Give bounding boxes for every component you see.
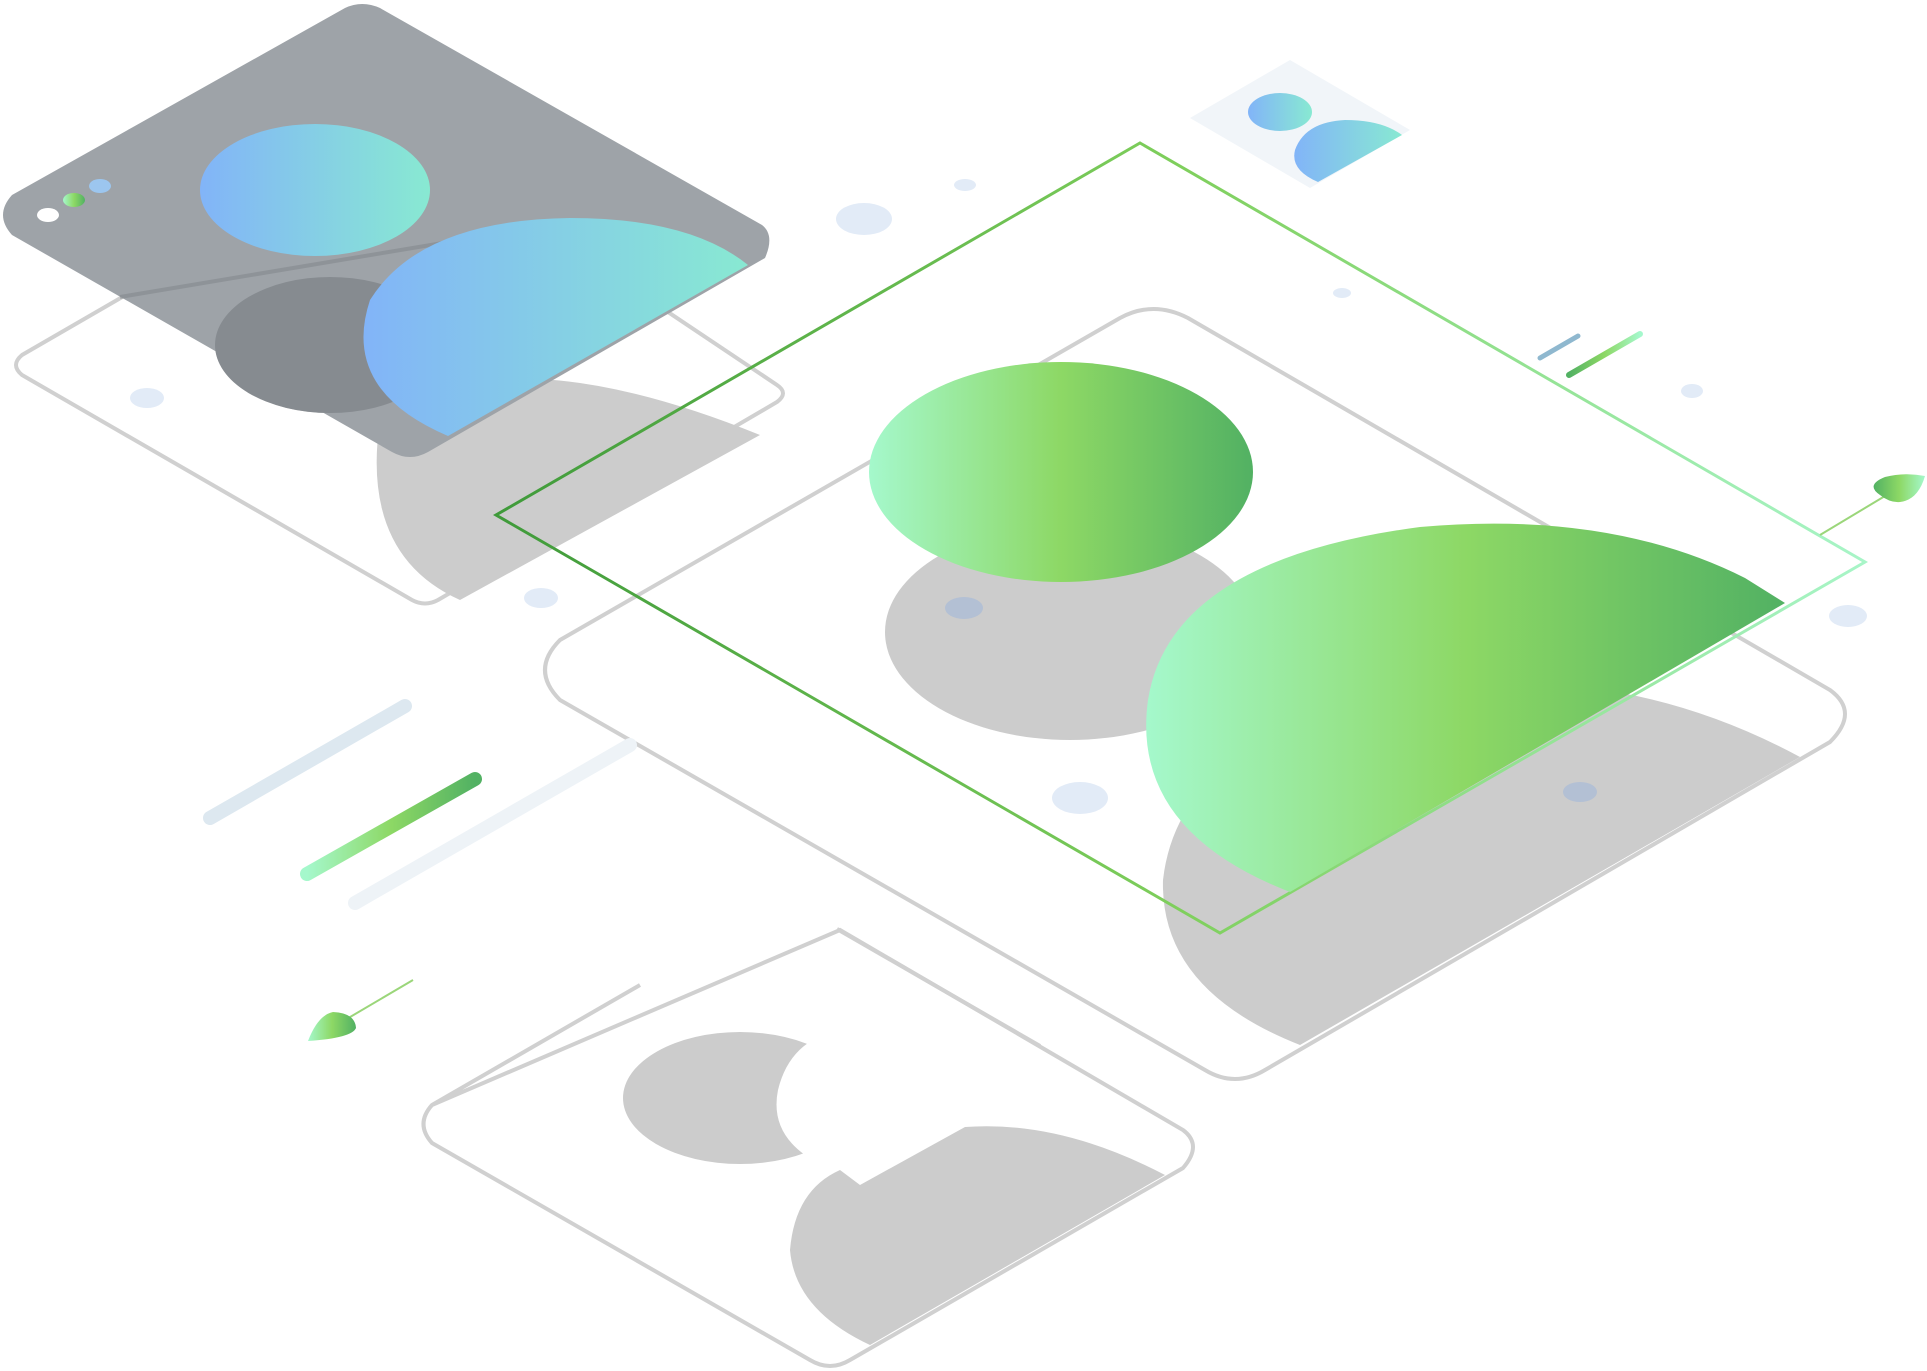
- window-dot-blue: [89, 179, 111, 193]
- floating-dots: [524, 179, 1867, 627]
- green-frame: [493, 141, 1869, 935]
- bars: [203, 699, 637, 910]
- small-top-card-half: [1294, 120, 1402, 182]
- window-dot-white: [37, 208, 59, 222]
- window-dot-green: [63, 193, 85, 207]
- bottom-card-divider: [836, 927, 1041, 1048]
- tree-leaf: [1873, 474, 1925, 503]
- bottom-card: [421, 927, 1195, 1368]
- dark-panel-blue-ellipse: [200, 124, 430, 256]
- left-card-shadow-half: [376, 378, 760, 600]
- green-ellipse: [869, 362, 1253, 582]
- tree-icon: [308, 979, 414, 1041]
- green-shapes: [869, 362, 1785, 892]
- tree-stem: [344, 979, 414, 1021]
- center-card-dot: [1052, 782, 1108, 814]
- small-top-card: [1190, 60, 1410, 188]
- dot: [1829, 605, 1867, 627]
- bottom-card-outline: [421, 927, 1195, 1368]
- dot: [954, 179, 976, 191]
- tree-icon: [1819, 474, 1925, 536]
- center-card-outline: [543, 307, 1847, 1081]
- dark-panel-teal-half: [363, 218, 748, 436]
- center-card-slate-dot: [1563, 782, 1597, 802]
- tree-stem: [1819, 489, 1896, 536]
- dot: [1333, 288, 1351, 298]
- top-right-lines: [1537, 331, 1643, 378]
- bottom-card-white-half: [776, 1027, 1020, 1155]
- pale-bar: [203, 699, 412, 825]
- green-bar: [300, 772, 482, 881]
- green-line: [1566, 331, 1643, 378]
- tree-leaf: [308, 1012, 356, 1041]
- bottom-card-shadow-half: [790, 1126, 1165, 1345]
- dot: [1681, 384, 1703, 398]
- dark-panel: [3, 4, 770, 457]
- faint-bar: [348, 738, 637, 910]
- small-top-card-ellipse: [1248, 93, 1312, 131]
- slate-line: [1537, 333, 1581, 361]
- left-card-dot: [130, 388, 164, 408]
- dot: [524, 588, 558, 608]
- dot: [836, 203, 892, 235]
- green-half-circle: [1146, 523, 1785, 892]
- center-card-slate-dot: [945, 597, 983, 619]
